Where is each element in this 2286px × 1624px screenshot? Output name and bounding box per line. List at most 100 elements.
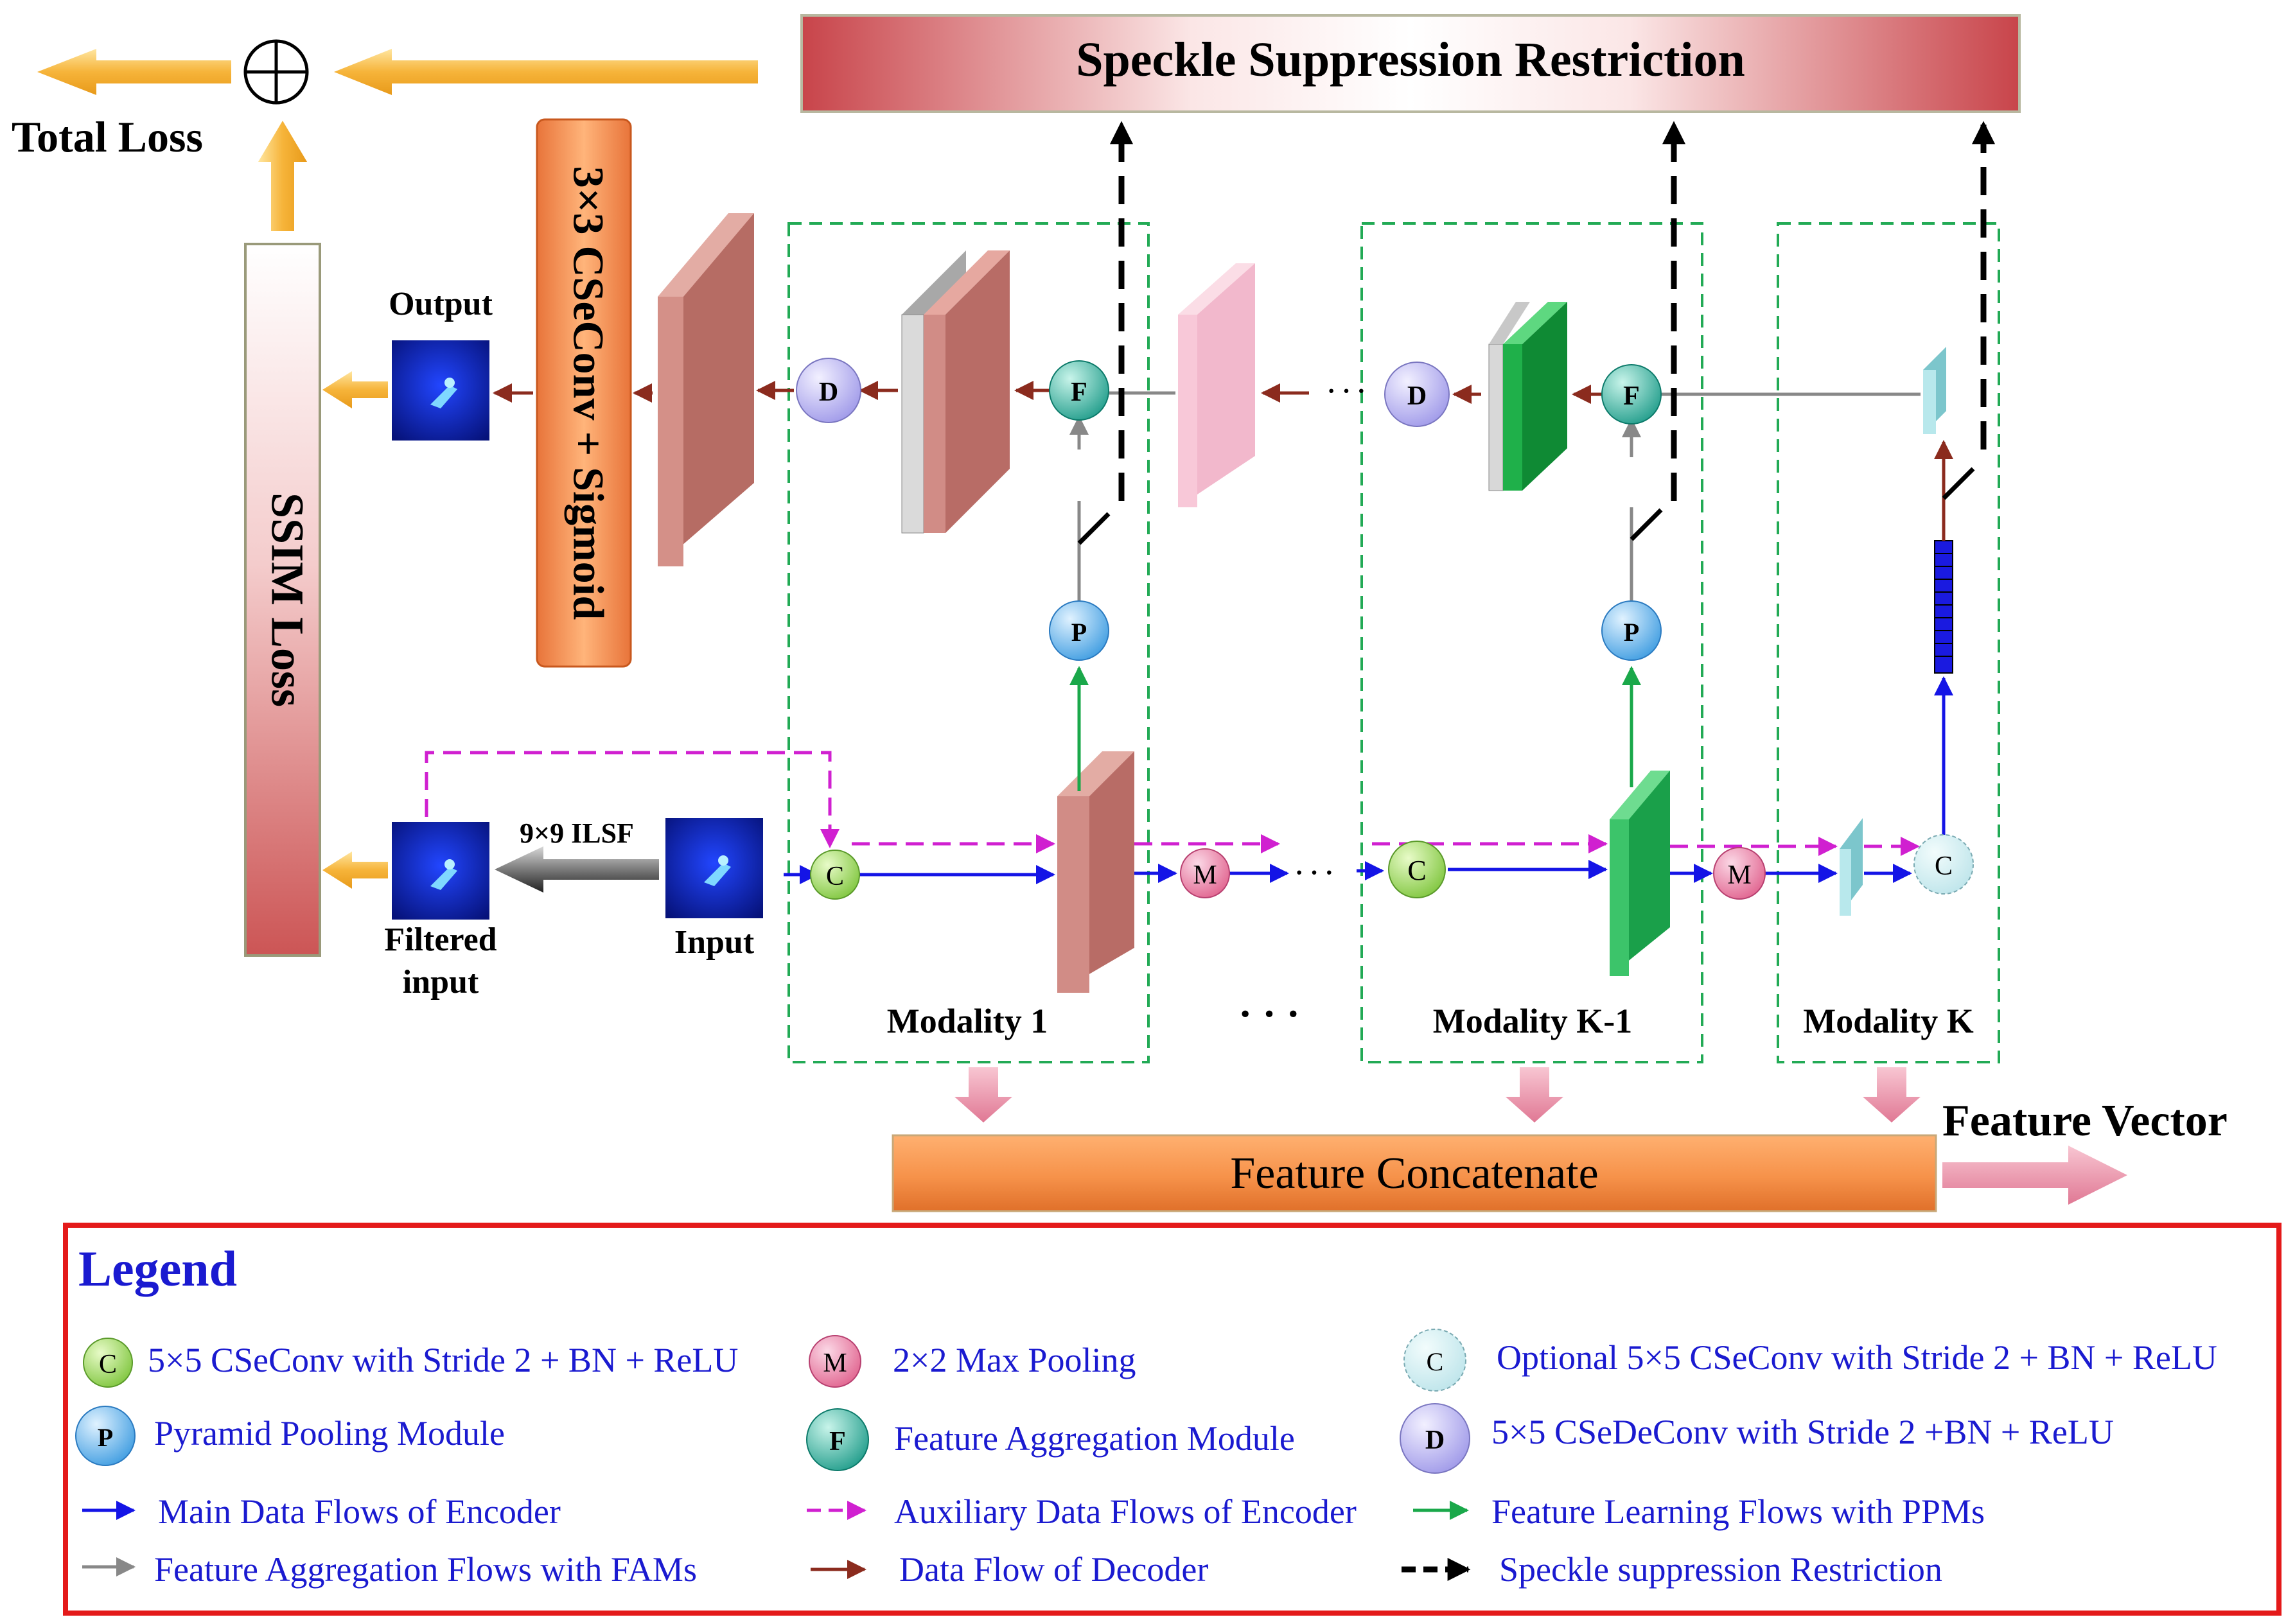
ppm-node-m1: P (1049, 600, 1109, 661)
modality-1-label: Modality 1 (887, 1002, 1048, 1040)
ilsf-arrow: 9×9 ILSF (495, 817, 659, 893)
feature-vector-label: Feature Vector (1942, 1096, 2228, 1146)
conv-sigmoid-block: 3×3 CSeConv + Sigmoid (536, 118, 632, 668)
legend-f-text: Feature Aggregation Module (894, 1419, 1295, 1458)
modality-k-box (1777, 222, 2000, 1063)
legend-p-icon: P (75, 1406, 136, 1466)
input-label: Input (674, 924, 755, 961)
legend-ppm-flow-text: Feature Learning Flows with PPMs (1491, 1492, 1985, 1531)
legend-panel: Legend C 5×5 CSeConv with Stride 2 + BN … (63, 1223, 2282, 1616)
modality-k1-box (1360, 222, 1703, 1063)
legend-fam-flow-text: Feature Aggregation Flows with FAMs (154, 1550, 697, 1589)
filtered-to-ssim-arrow (322, 851, 388, 889)
legend-d-text: 5×5 CSeDeConv with Stride 2 +BN + ReLU (1491, 1413, 2114, 1451)
svg-text:D: D (819, 378, 838, 407)
modality-k-label: Modality K (1803, 1002, 1974, 1040)
modality-ellipsis: · · · (1238, 991, 1300, 1036)
output-label: Output (389, 286, 493, 322)
feature-concatenate-box: Feature Concatenate (892, 1134, 1937, 1212)
conv-sigmoid-label: 3×3 CSeConv + Sigmoid (564, 166, 613, 620)
svg-text:F: F (829, 1427, 846, 1456)
deconv-node-m1: D (796, 358, 861, 423)
output-to-ssim-arrow (322, 371, 388, 408)
svg-text:P: P (98, 1423, 113, 1452)
legend-f-icon: F (806, 1408, 869, 1471)
decoder-block-mk (1923, 347, 1946, 434)
svg-text:M: M (823, 1349, 847, 1378)
legend-main-flow-text: Main Data Flows of Encoder (158, 1492, 561, 1531)
speckle-suppression-title-box: Speckle Suppression Restriction (800, 14, 2021, 113)
decoder-ellipsis: · · · (1327, 376, 1366, 405)
input-image (665, 818, 763, 918)
svg-text:C: C (99, 1350, 117, 1379)
svg-text:C: C (1407, 855, 1426, 886)
svg-text:M: M (1193, 860, 1217, 890)
ssim-to-sum-arrow (258, 121, 307, 231)
legend-copt-icon: C (1403, 1329, 1466, 1392)
svg-text:D: D (1425, 1426, 1445, 1455)
decoder-flow-arrows (493, 381, 1953, 541)
conv-node-mk1: C (1388, 841, 1446, 898)
encoder-aux-flow (425, 751, 1920, 856)
decoder-block-mid (1178, 263, 1255, 507)
modality-k-vector-bar (1934, 540, 1953, 674)
fam-node-mk1: F (1601, 364, 1662, 424)
encoder-main-flow (784, 676, 1953, 884)
encoder-block-m1 (1057, 751, 1134, 993)
loss-to-sum-arrow (334, 49, 758, 95)
ilsf-label: 9×9 ILSF (520, 817, 634, 849)
legend-m-text: 2×2 Max Pooling (893, 1341, 1136, 1379)
svg-text:D: D (1407, 381, 1427, 411)
encoder-block-mk (1840, 818, 1863, 916)
ssim-loss-label: SSIM Loss (261, 493, 313, 707)
svg-text:F: F (1623, 381, 1640, 411)
filtered-input-image (392, 822, 489, 920)
legend-ssr-flow-text: Speckle suppression Restriction (1499, 1550, 1942, 1589)
legend-d-icon: D (1400, 1403, 1470, 1474)
title-text: Speckle Suppression Restriction (1076, 33, 1745, 87)
fam-flow-lines (1069, 391, 1921, 604)
svg-text:P: P (1624, 618, 1639, 647)
svg-text:C: C (1427, 1347, 1444, 1376)
decoder-block-mk1 (1488, 302, 1567, 491)
svg-text:C: C (826, 862, 844, 891)
output-image (392, 340, 489, 441)
total-loss-label: Total Loss (12, 112, 203, 161)
legend-title: Legend (78, 1241, 237, 1297)
modality-to-concat-arrows (954, 1067, 1921, 1122)
encoder-block-mk1 (1610, 771, 1670, 976)
deconv-node-mk1: D (1384, 362, 1450, 427)
sum-icon (243, 39, 309, 105)
legend-c-text: 5×5 CSeConv with Stride 2 + BN + ReLU (148, 1341, 738, 1379)
legend-c-icon: C (83, 1338, 133, 1388)
total-loss-arrow (37, 49, 231, 95)
filtered-label-line2: input (403, 964, 479, 1000)
modality-k1-label: Modality K-1 (1433, 1002, 1632, 1040)
encoder-ellipsis: · · · (1295, 858, 1333, 887)
filtered-label-line1: Filtered (384, 921, 497, 958)
svg-text:C: C (1935, 851, 1953, 881)
feature-concatenate-label: Feature Concatenate (1230, 1149, 1598, 1198)
legend-aux-flow-text: Auxiliary Data Flows of Encoder (894, 1492, 1357, 1531)
feature-vector-arrow (1942, 1146, 2127, 1205)
maxpool-node-2: M (1713, 847, 1766, 900)
svg-text:P: P (1071, 618, 1087, 647)
ppm-node-mk1: P (1601, 600, 1662, 661)
maxpool-node-1: M (1180, 848, 1230, 898)
legend-copt-text: Optional 5×5 CSeConv with Stride 2 + BN … (1497, 1338, 2217, 1377)
svg-text:M: M (1727, 860, 1751, 890)
ssr-dashed-lines (1110, 121, 1995, 501)
ppm-flow-arrows (1069, 666, 1641, 791)
legend-dec-flow-text: Data Flow of Decoder (899, 1550, 1208, 1589)
svg-text:F: F (1071, 378, 1087, 407)
decoder-block-m1 (901, 250, 1010, 534)
optional-conv-node: C (1913, 834, 1974, 895)
ssim-loss-bar: SSIM Loss (244, 243, 321, 957)
conv-node-m1: C (810, 850, 860, 900)
legend-m-icon: M (809, 1335, 861, 1388)
fam-node-m1: F (1049, 360, 1109, 421)
switch-ticks (1077, 467, 1975, 545)
decoder-block-outer (658, 213, 754, 566)
